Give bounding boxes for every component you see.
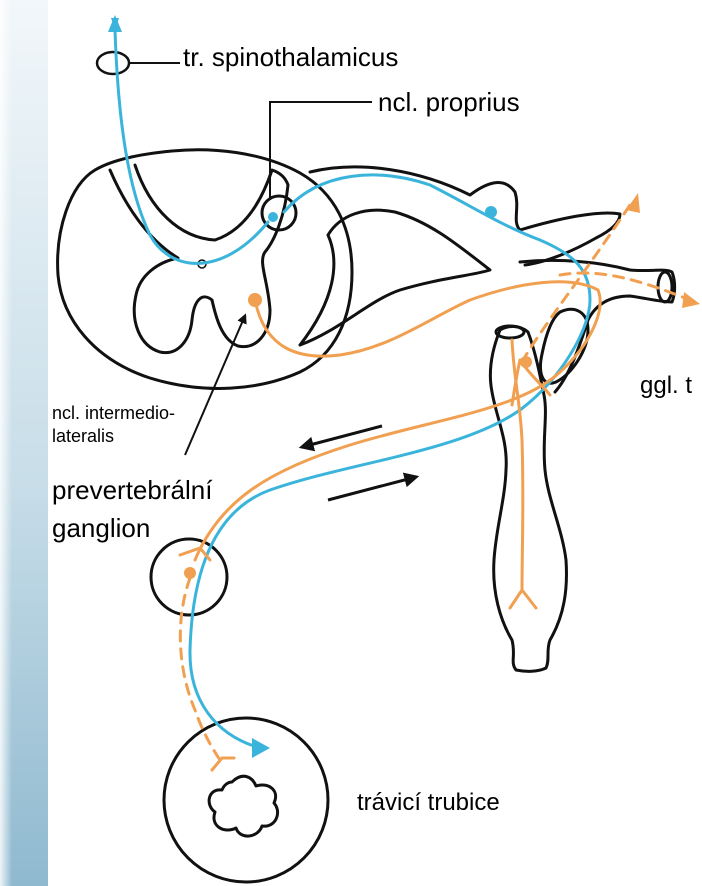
lumen-dendrite [212,758,234,770]
label-spinothalamicus: tr. spinothalamicus [183,43,398,73]
afferent-direction-arrow [328,478,412,500]
afferent-end-arrowhead [252,738,270,758]
label-prevertebral-1: prevertebrální [52,476,212,506]
orange-right-arrowhead [682,292,700,308]
digestive-tube-lumen [209,776,277,836]
prevertebral-ganglion-dot [184,567,196,579]
preganglionic-fiber [195,282,600,560]
ncl-intermediolateralis-dot [248,293,262,307]
label-intermediolateralis-2: lateralis [52,426,114,447]
spinal-cord-outline [58,150,352,389]
ncl-proprius-dot [268,212,278,222]
spinothalamic-ellipse [97,52,129,74]
ventral-root-outline [300,210,490,345]
trunk-dendrite [510,590,536,608]
label-ggl: ggl. t [640,372,692,400]
afferent-up-arrowhead [108,15,122,32]
spinal-ganglion-dot [485,206,497,218]
label-intermediolateralis-1: ncl. intermedio- [52,403,175,424]
ramus-communicans-loop [541,309,588,383]
label-travici-trubice: trávicí trubice [357,789,500,817]
label-ncl-proprius: ncl. proprius [378,88,520,118]
efferent-direction-arrow [306,426,382,446]
gray-matter-outline [110,165,288,353]
label-prevertebral-2: ganglion [52,514,150,544]
orange-up-arrowhead [626,193,640,213]
nerve-stub-end [658,272,672,302]
trunk-ganglion-dot [520,356,532,368]
